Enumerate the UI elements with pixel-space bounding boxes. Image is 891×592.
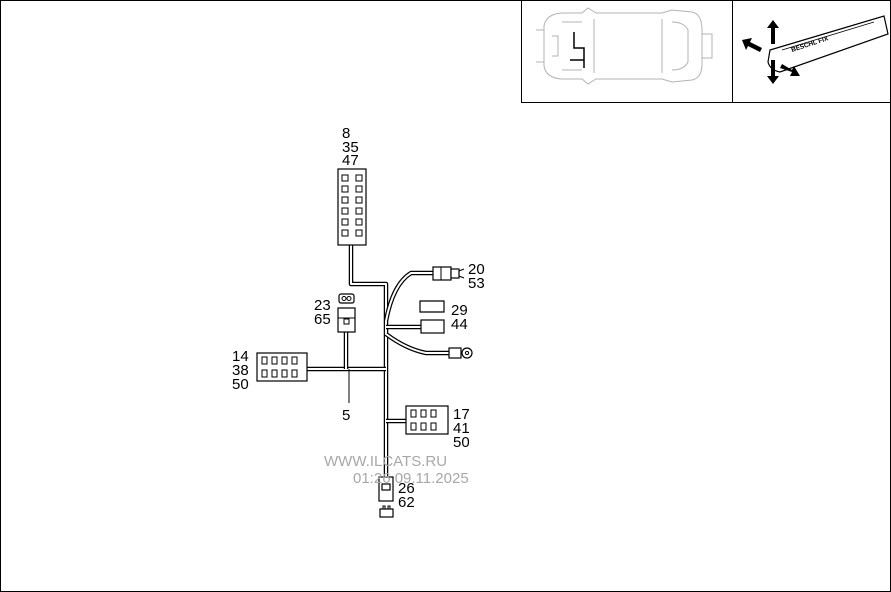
left-connector-label-3: 50	[232, 376, 249, 393]
inset-panel: BESCHL FIX	[521, 1, 890, 103]
switch-lever-view: BESCHL FIX	[742, 15, 889, 84]
top-connector	[432, 266, 465, 281]
relay-pair	[419, 300, 445, 334]
fuse-box	[337, 168, 367, 246]
direction-arrows-icon	[742, 20, 800, 84]
wire-harness	[306, 245, 449, 477]
bottom-plug	[378, 476, 394, 518]
vehicle-outline-icon	[536, 7, 713, 85]
fuse-box-label-1: 8	[342, 125, 350, 142]
fuse-box-label-3: 47	[342, 152, 359, 169]
bottom-plug-label-2: 62	[398, 494, 415, 511]
vehicle-location-view	[536, 7, 713, 85]
watermark-site: WWW.ILCATS.RU	[324, 453, 447, 470]
harness-position-marker	[570, 32, 585, 68]
relay-pair-label-1: 29	[451, 302, 468, 319]
left-connector-label-2: 38	[232, 362, 249, 379]
relay-left	[337, 293, 356, 333]
watermark-timestamp: 01:26 09.11.2025	[353, 470, 469, 487]
relay-left-label-2: 65	[314, 311, 331, 328]
relay-pair-label-2: 44	[451, 316, 468, 333]
inset-divider	[732, 1, 733, 102]
top-connector-label-1: 20	[468, 261, 485, 278]
ring-terminal	[448, 347, 473, 359]
relay-left-label-1: 23	[314, 297, 331, 314]
right-connector-label-2: 41	[453, 420, 470, 437]
right-connector-label-3: 50	[453, 434, 470, 451]
top-connector-label-2: 53	[468, 275, 485, 292]
bottom-plug-label-1: 26	[398, 480, 415, 497]
right-connector-label-1: 17	[453, 406, 470, 423]
cruise-control-lever-icon: BESCHL FIX	[767, 15, 889, 73]
left-connector-label-1: 14	[232, 348, 249, 365]
left-connector	[256, 352, 308, 382]
right-connector	[405, 405, 449, 435]
branch-label: 5	[342, 407, 350, 424]
fuse-box-label-2: 35	[342, 139, 359, 156]
